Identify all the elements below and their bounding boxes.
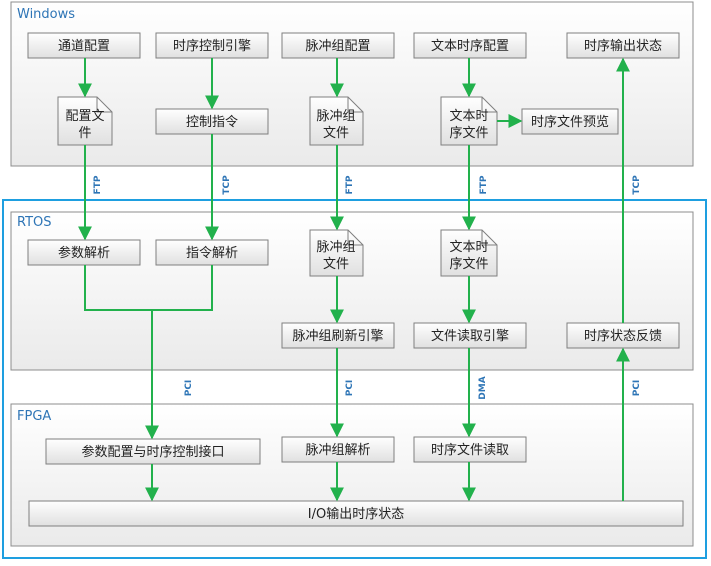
edge-label-ftp-config: FTP xyxy=(93,175,103,194)
pulse-file-rtos-line2: 文件 xyxy=(323,257,349,272)
pulse-group-config-box: 脉冲组配置 xyxy=(281,32,395,59)
edge-label-dma-file: DMA xyxy=(478,376,488,399)
timing-file-win-line1: 文本时 xyxy=(449,109,488,124)
timing-file-preview-box: 时序文件预览 xyxy=(521,108,619,135)
pulse-group-parse-label: 脉冲组解析 xyxy=(305,443,370,458)
timing-output-status-label: 时序输出状态 xyxy=(584,38,662,54)
timing-engine-box: 时序控制引擎 xyxy=(155,32,269,59)
edge-label-pci-pulse: PCI xyxy=(345,380,355,397)
channel-config-label: 通道配置 xyxy=(58,39,110,54)
timing-file-read-label: 时序文件读取 xyxy=(431,443,509,458)
pulse-file-win-line2: 文件 xyxy=(323,126,349,141)
text-timing-config-label: 文本时序配置 xyxy=(431,39,509,54)
edge-label-pci-params: PCI xyxy=(184,380,194,397)
command-parse-label: 指令解析 xyxy=(186,246,238,261)
pulse-file-rtos-line1: 脉冲组 xyxy=(316,240,355,255)
pulse-file-win-document: 脉冲组 文件 xyxy=(309,96,364,146)
pulse-file-rtos-document: 脉冲组 文件 xyxy=(309,229,364,277)
rtos-layer-title: RTOS xyxy=(17,215,52,230)
command-parse-box: 指令解析 xyxy=(155,239,269,266)
pulse-refresh-engine-label: 脉冲组刷新引擎 xyxy=(292,328,383,344)
io-output-status-label: I/O输出时序状态 xyxy=(308,506,404,522)
edge-label-pci-status: PCI xyxy=(632,380,642,397)
edge-label-tcp-status: TCP xyxy=(632,175,642,195)
timing-output-status-box: 时序输出状态 xyxy=(566,32,680,59)
param-parse-box: 参数解析 xyxy=(27,239,141,266)
edge-label-tcp-command: TCP xyxy=(222,175,232,195)
param-parse-label: 参数解析 xyxy=(58,245,110,261)
timing-file-rtos-line2: 序文件 xyxy=(449,257,488,272)
timing-status-feedback-box: 时序状态反馈 xyxy=(566,322,680,349)
pulse-file-win-line1: 脉冲组 xyxy=(316,109,355,124)
control-command-label: 控制指令 xyxy=(186,115,238,130)
config-file-line1: 配置文 xyxy=(65,109,104,124)
io-output-status-box: I/O输出时序状态 xyxy=(28,500,684,527)
edge-label-ftp-pulse: FTP xyxy=(345,175,355,194)
pulse-group-parse-box: 脉冲组解析 xyxy=(281,436,395,463)
timing-file-read-box: 时序文件读取 xyxy=(413,436,527,463)
param-timing-interface-label: 参数配置与时序控制接口 xyxy=(81,444,224,460)
timing-file-win-document: 文本时 序文件 xyxy=(440,96,498,146)
channel-config-box: 通道配置 xyxy=(27,32,141,59)
timing-file-rtos-line1: 文本时 xyxy=(449,240,488,255)
param-timing-interface-box: 参数配置与时序控制接口 xyxy=(45,438,261,465)
file-read-engine-box: 文件读取引擎 xyxy=(413,322,527,349)
pulse-group-config-label: 脉冲组配置 xyxy=(305,39,370,54)
windows-layer-title: Windows xyxy=(17,7,75,22)
fpga-layer-title: FPGA xyxy=(17,409,51,424)
connectors xyxy=(78,57,630,502)
timing-file-win-line2: 序文件 xyxy=(449,126,488,141)
timing-engine-label: 时序控制引擎 xyxy=(173,39,251,54)
timing-status-feedback-label: 时序状态反馈 xyxy=(584,329,662,344)
control-command-box: 控制指令 xyxy=(155,108,269,135)
file-read-engine-label: 文件读取引擎 xyxy=(431,329,509,344)
config-file-line2: 件 xyxy=(78,126,91,141)
pulse-refresh-engine-box: 脉冲组刷新引擎 xyxy=(281,322,395,349)
timing-file-rtos-document: 文本时 序文件 xyxy=(440,229,498,277)
text-timing-config-box: 文本时序配置 xyxy=(413,32,527,59)
merge-param-command xyxy=(84,265,213,311)
timing-file-preview-label: 时序文件预览 xyxy=(531,114,609,130)
config-file-document: 配置文 件 xyxy=(57,96,113,146)
edge-label-ftp-timing: FTP xyxy=(479,175,489,194)
hardware-container xyxy=(2,199,707,559)
